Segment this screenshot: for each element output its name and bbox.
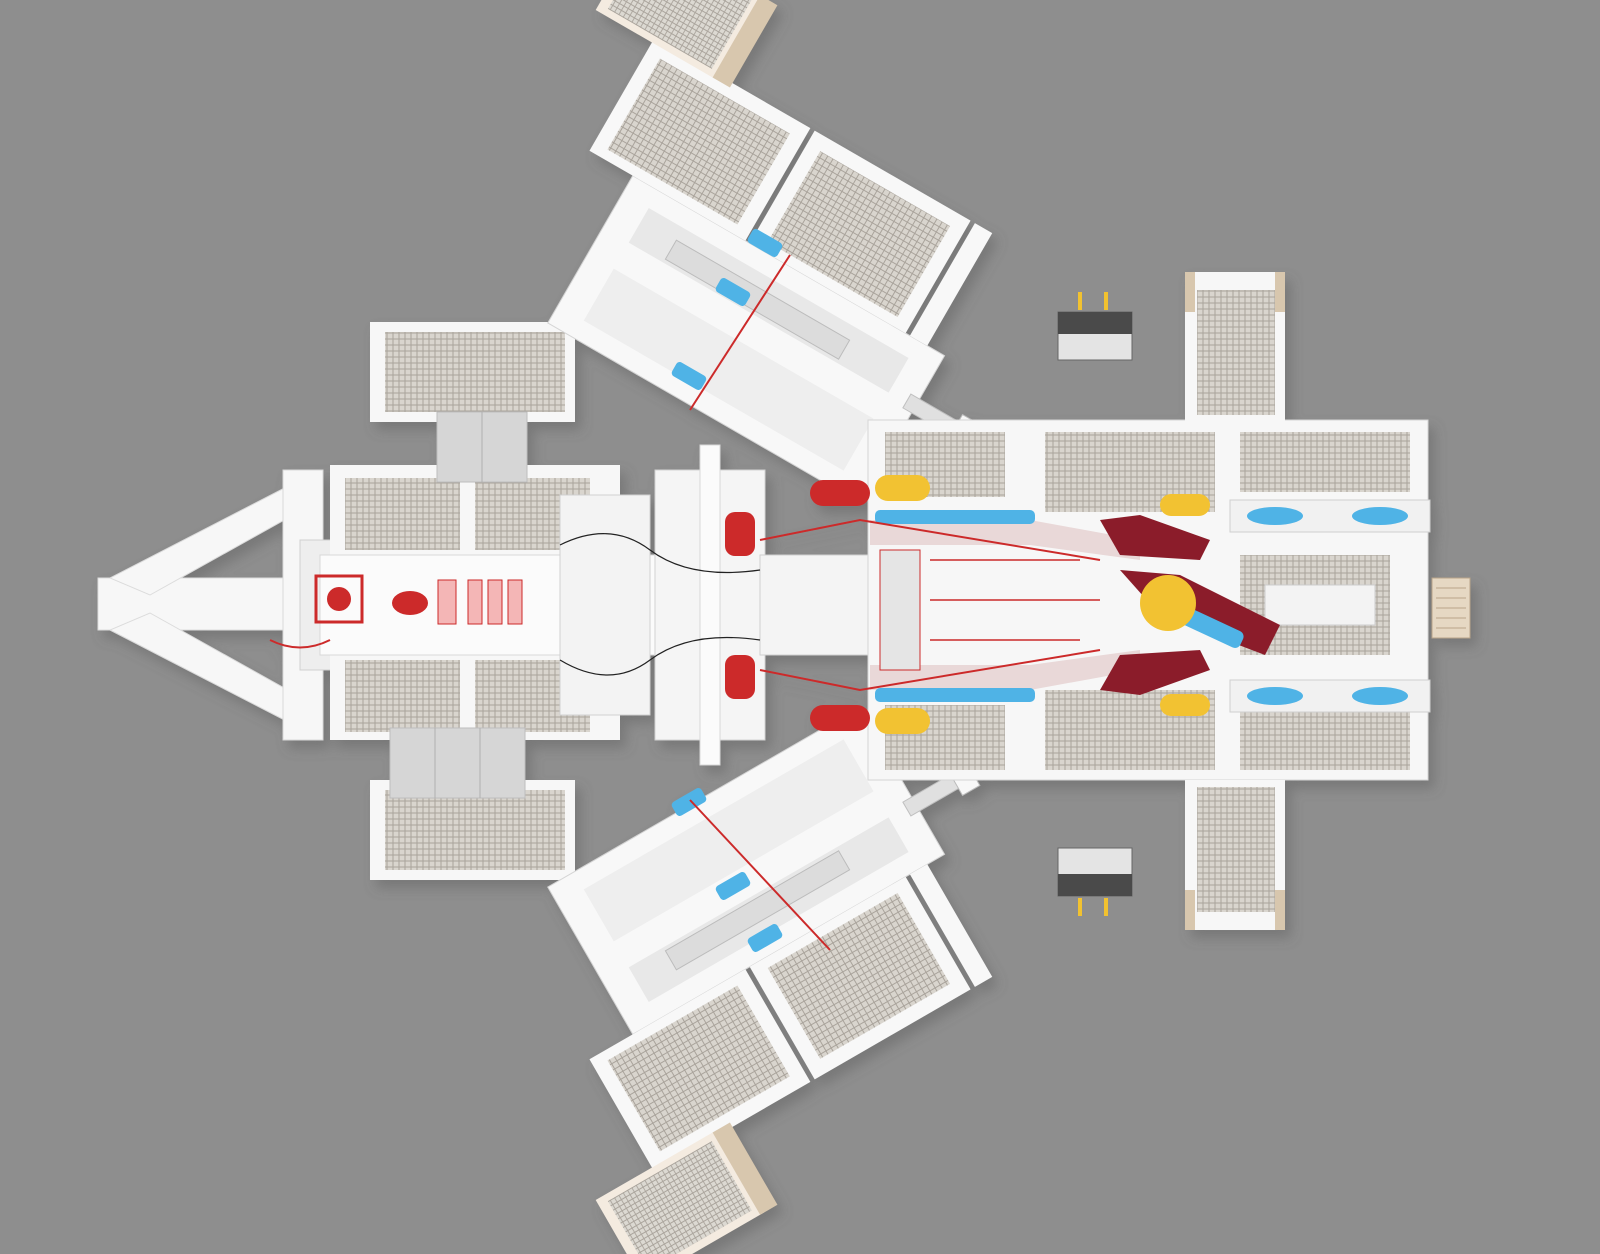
upper-side-walkway: [1185, 272, 1285, 422]
central-spine: [319, 444, 881, 766]
pump-assembly: [269, 574, 523, 649]
wheel-icon: [810, 705, 870, 731]
yellow-counterweight: [1140, 575, 1196, 631]
storage-box-lower: [389, 727, 526, 799]
hydraulic-cylinder-icon: [715, 278, 751, 306]
warning-light-icon: [1078, 898, 1082, 916]
pump-icon: [327, 587, 351, 611]
lower-wing-cylinders: [671, 788, 831, 952]
chassis-hydraulics: [759, 510, 1280, 702]
warning-light-icon: [1104, 898, 1108, 916]
equipment-box-upper: [1057, 292, 1133, 361]
hydraulic-cylinder-icon: [747, 924, 783, 952]
hydraulic-cylinder-icon: [671, 362, 707, 390]
wheel-icon: [810, 480, 870, 506]
pump-icon: [1352, 507, 1408, 525]
upper-wing: [547, 0, 993, 504]
right-pumps: [1229, 499, 1431, 713]
pump-icon: [1247, 687, 1303, 705]
upper-wing-cylinders: [671, 229, 791, 411]
lower-side-walkway: [1185, 780, 1285, 930]
wheel-icon: [875, 708, 930, 734]
warning-light-icon: [1078, 292, 1082, 310]
left-upper-walkway: [370, 322, 575, 422]
pump-icon: [1247, 507, 1303, 525]
warning-light-icon: [1104, 292, 1108, 310]
hydraulic-cylinder-icon: [715, 872, 751, 900]
pump-icon: [1352, 687, 1408, 705]
ladder-icon: [1431, 577, 1471, 639]
wheel-icon: [1160, 494, 1210, 516]
hydraulic-cylinder-icon: [747, 229, 783, 257]
wheels: [725, 475, 1210, 734]
equipment-box-lower: [1057, 847, 1133, 916]
wheel-icon: [1160, 694, 1210, 716]
hydraulic-cylinder-icon: [671, 788, 707, 816]
wheel-icon: [875, 475, 930, 501]
lower-wing: [547, 706, 993, 1254]
